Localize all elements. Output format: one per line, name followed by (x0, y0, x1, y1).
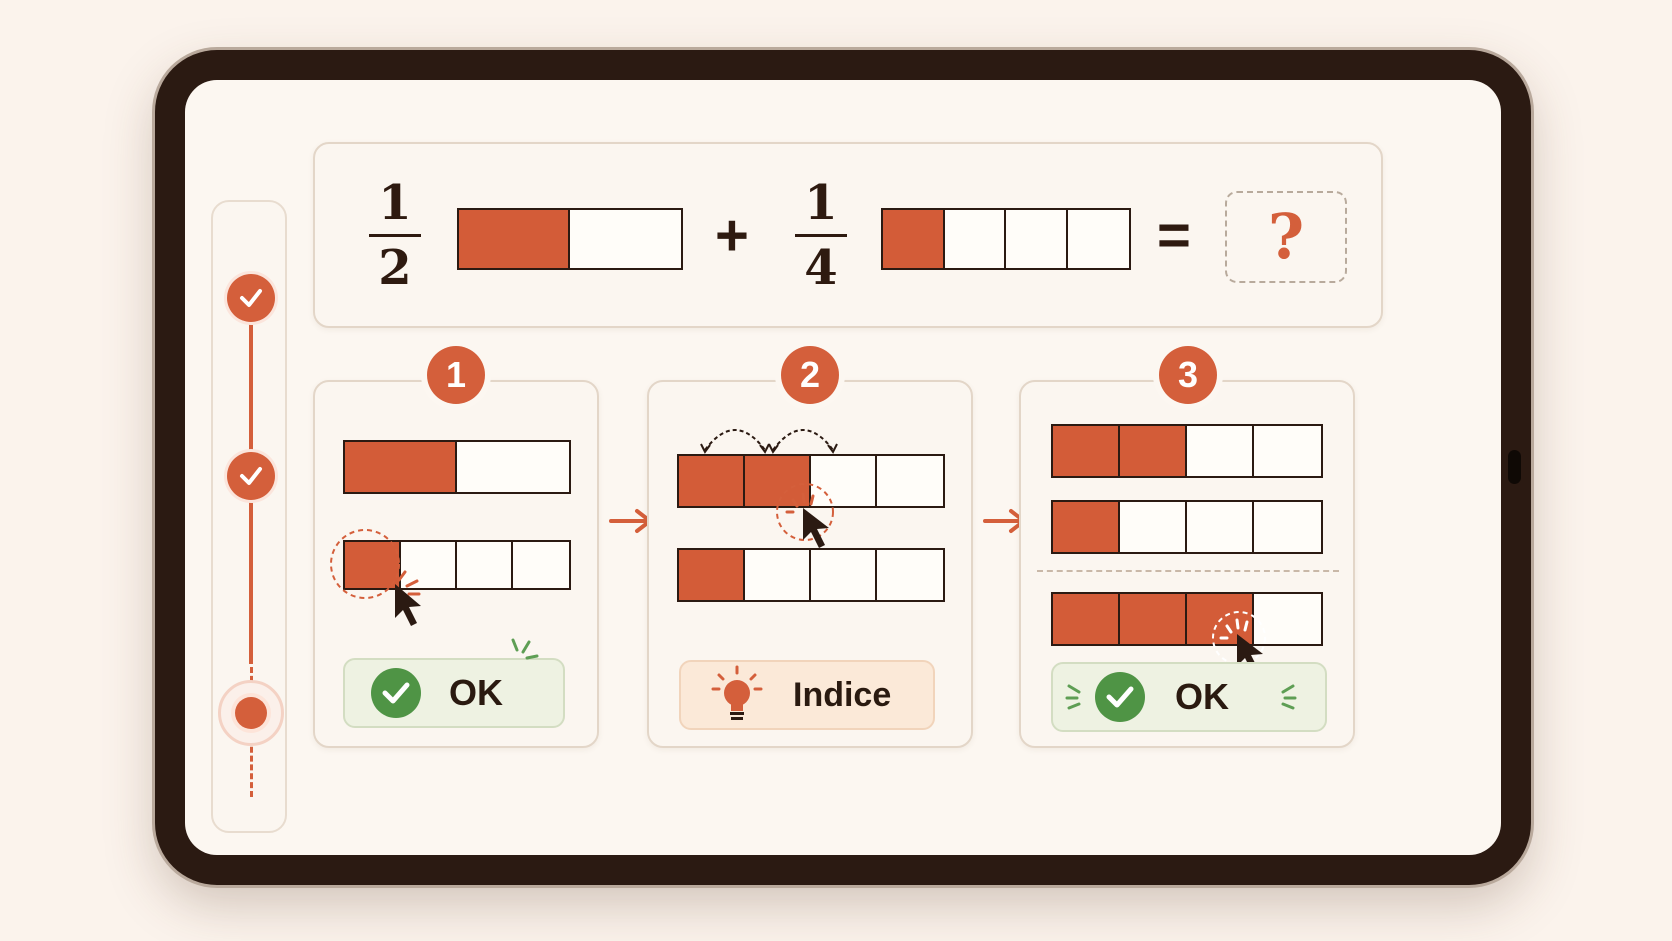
step-badge-3: 3 (1159, 346, 1217, 404)
lightbulb-icon (711, 665, 763, 720)
denominator: 2 (378, 240, 412, 296)
plus-sign: + (715, 203, 749, 268)
answer-drop-zone[interactable]: ? (1225, 191, 1347, 283)
bar-part-empty (1254, 502, 1321, 552)
half-as-quarters-bar-model (677, 454, 945, 508)
split-arrows-icon (700, 429, 838, 454)
half-bar-model (457, 208, 683, 270)
ok-button[interactable]: OK (343, 658, 565, 728)
sum-bar-model (1051, 592, 1323, 646)
check-icon (371, 668, 421, 718)
step-badge-2: 2 (781, 346, 839, 404)
quarter-bar-model (343, 540, 571, 590)
bar-part-empty (1187, 502, 1254, 552)
step-card-1: 1 OK (313, 346, 599, 748)
progress-step-1-done[interactable] (227, 274, 275, 322)
bar-part-empty[interactable] (745, 550, 811, 600)
bar-part-empty (570, 210, 681, 268)
pointer-cursor-icon (330, 529, 421, 626)
bar-part-filled (883, 210, 945, 268)
bar-part-filled (1053, 426, 1120, 476)
pointer-cursor-icon (776, 483, 834, 548)
hint-button-label: Indice (793, 675, 892, 714)
tablet-frame: 1 2 + 1 4 = ? (155, 50, 1531, 885)
fraction-bar (795, 234, 847, 237)
ok-button-label: OK (449, 672, 503, 713)
equals-sign: = (1157, 203, 1191, 268)
bar-part-empty (1254, 426, 1321, 476)
question-mark-icon: ? (1267, 200, 1305, 273)
bar-part-empty[interactable] (1254, 594, 1321, 644)
bar-part-empty[interactable] (877, 456, 943, 506)
bar-part-empty[interactable] (877, 550, 943, 600)
progress-sidebar (211, 200, 287, 833)
progress-step-2-done[interactable] (227, 452, 275, 500)
check-icon (1095, 672, 1145, 722)
sum-divider (1037, 570, 1339, 572)
tablet-camera (1508, 450, 1521, 484)
ok-button[interactable]: OK (1051, 662, 1327, 732)
bar-part-empty[interactable] (457, 542, 513, 588)
bar-part-filled[interactable] (1120, 594, 1187, 644)
half-bar-model (343, 440, 571, 494)
bar-part-empty (1067, 210, 1129, 268)
step-card-2: 2 (647, 346, 973, 748)
bar-part-filled (1053, 502, 1120, 552)
bar-part-filled[interactable] (745, 456, 811, 506)
app-screen: 1 2 + 1 4 = ? (185, 80, 1501, 855)
bar-part-empty (944, 210, 1006, 268)
sparkle-icon (1281, 684, 1297, 710)
bar-part-empty (457, 442, 569, 492)
bar-part-filled (459, 210, 570, 268)
check-icon (240, 289, 262, 307)
bar-part-filled (345, 442, 457, 492)
bar-part-empty (1120, 502, 1187, 552)
sparkle-icon (1065, 684, 1081, 710)
progress-step-3-current[interactable] (218, 680, 284, 746)
fraction-bar (369, 234, 421, 237)
quarter-bar-model (677, 548, 945, 602)
step-badge-1: 1 (427, 346, 485, 404)
fraction-one-half: 1 2 (365, 174, 425, 297)
bar-part-filled[interactable] (679, 456, 745, 506)
current-step-dot (235, 697, 267, 729)
bar-part-empty[interactable] (401, 542, 457, 588)
denominator: 4 (804, 240, 838, 296)
quarter-bar-model (881, 208, 1131, 270)
bar-part-filled[interactable] (1053, 594, 1120, 644)
check-icon (240, 467, 262, 485)
hint-button[interactable]: Indice (679, 660, 935, 730)
bar-part-filled[interactable] (679, 550, 745, 600)
bar-part-filled (1120, 426, 1187, 476)
bar-part-empty (1187, 426, 1254, 476)
bar-part-empty[interactable] (811, 550, 877, 600)
numerator: 1 (378, 175, 412, 231)
step-card-3: 3 (1019, 346, 1355, 748)
quarter-bar-model (1051, 500, 1323, 554)
fraction-one-quarter: 1 4 (791, 174, 851, 297)
sparkle-icon (511, 638, 539, 660)
half-as-quarters-bar-model (1051, 424, 1323, 478)
bar-part-empty (1006, 210, 1068, 268)
ok-button-label: OK (1175, 676, 1229, 717)
numerator: 1 (804, 175, 838, 231)
equation-card: 1 2 + 1 4 = ? (313, 142, 1383, 328)
bar-part-selected[interactable] (345, 542, 401, 588)
bar-part-empty[interactable] (513, 542, 569, 588)
bar-part-empty[interactable] (811, 456, 877, 506)
